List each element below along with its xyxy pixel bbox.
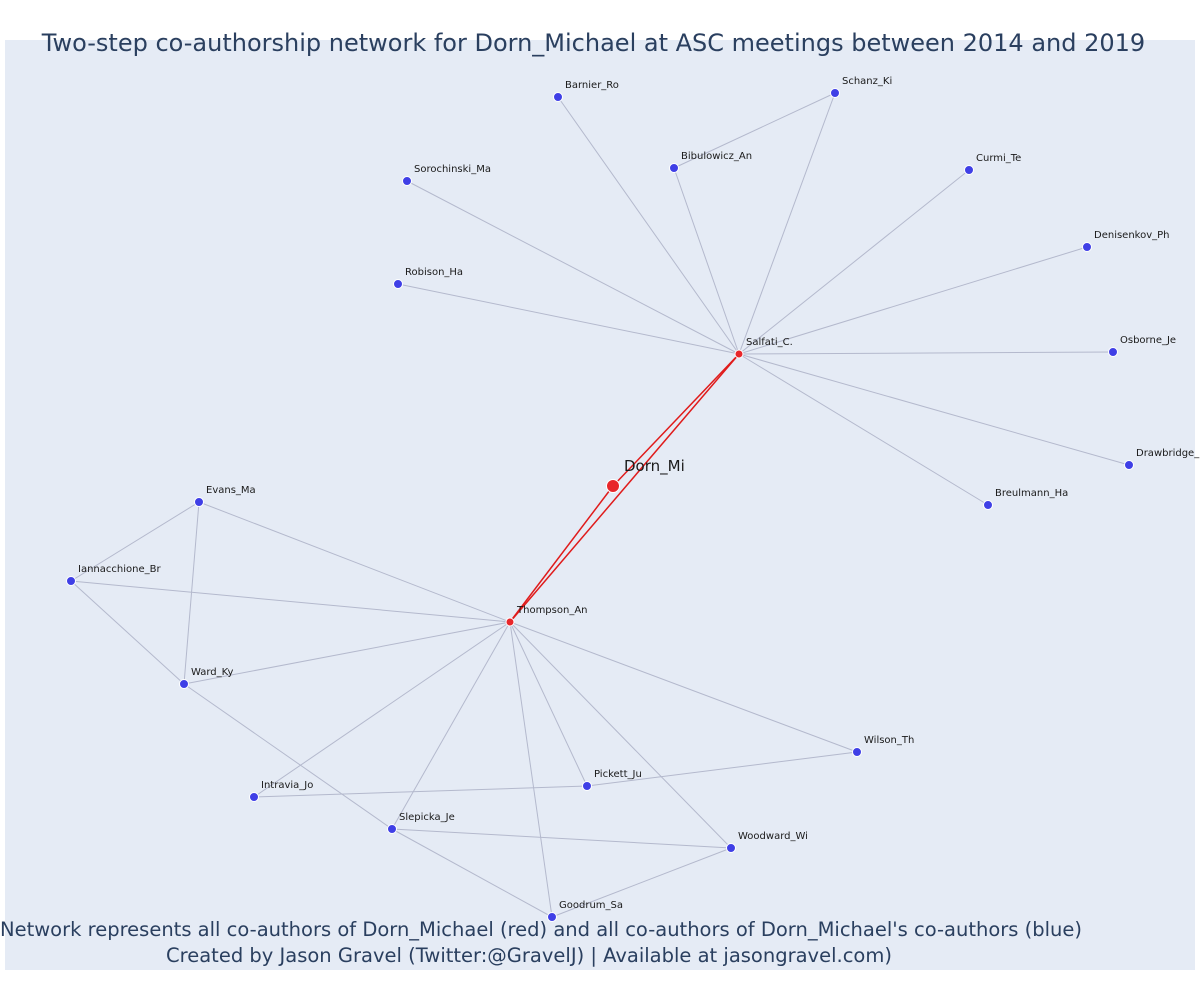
node-goodrum-sa[interactable] (547, 912, 557, 922)
edge-slepicka-je-woodward-wi (391, 828, 732, 849)
edge-thompson-an-goodrum-sa (509, 621, 553, 918)
edge-evans-ma-iannacchione-br (70, 501, 200, 582)
edge-thompson-an-wilson-th (509, 621, 858, 753)
edge-thompson-an-evans-ma (198, 501, 511, 623)
edge-thompson-an-intravia-jo (253, 621, 511, 798)
node-slepicka-je[interactable] (387, 824, 397, 834)
edge-thompson-an-iannacchione-br (70, 580, 511, 623)
node-label-sorochinski-ma: Sorochinski_Ma (414, 164, 491, 175)
node-label-iannacchione-br: Iannacchione_Br (78, 564, 161, 575)
node-label-ward-ky: Ward_Ky (191, 667, 233, 678)
node-label-barnier-ro: Barnier_Ro (565, 80, 619, 91)
node-intravia-jo[interactable] (249, 792, 259, 802)
node-robison-ha[interactable] (393, 279, 403, 289)
labels-layer: Dorn_Mi Salfati_C. Thompson_An Barnier_Ro Sc… (78, 76, 1200, 911)
node-label-pickett-ju: Pickett_Ju (594, 769, 642, 780)
edge-intravia-jo-pickett-ju (253, 785, 588, 798)
node-label-slepicka-je: Slepicka_Je (399, 812, 455, 823)
node-barnier-ro[interactable] (553, 92, 563, 102)
edge-thompson-an-ward-ky (183, 621, 511, 685)
edge-salfati-c-breulmann-ha (738, 353, 989, 506)
node-dorn-mi[interactable] (606, 479, 620, 493)
edge-pickett-ju-wilson-th (586, 751, 858, 787)
node-label-robison-ha: Robison_Ha (405, 267, 463, 278)
node-label-schanz-ki: Schanz_Ki (842, 76, 892, 87)
node-evans-ma[interactable] (194, 497, 204, 507)
node-osborne-je[interactable] (1108, 347, 1118, 357)
node-label-woodward-wi: Woodward_Wi (738, 831, 808, 842)
footer-caption: Network represents all co-authors of Dor… (0, 918, 1083, 941)
node-pickett-ju[interactable] (582, 781, 592, 791)
node-iannacchione-br[interactable] (66, 576, 76, 586)
node-label-wilson-th: Wilson_Th (864, 735, 914, 746)
node-label-goodrum-sa: Goodrum_Sa (559, 900, 623, 911)
node-salfati-c[interactable] (734, 349, 744, 359)
node-denisenkov-ph[interactable] (1082, 242, 1092, 252)
edge-salfati-c-osborne-je (738, 351, 1114, 355)
edge-thompson-an-salfati-c (509, 353, 740, 623)
edge-salfati-c-robison-ha (397, 283, 740, 355)
edge-salfati-c-curmi-te (738, 169, 970, 355)
node-wilson-th[interactable] (852, 747, 862, 757)
edge-dorn-mi-salfati-c (612, 353, 740, 487)
edge-salfati-c-barnier-ro (557, 96, 740, 355)
node-thompson-an[interactable] (505, 617, 515, 627)
footer-credit: Created by Jason Gravel (Twitter:@Gravel… (166, 944, 892, 967)
edge-evans-ma-ward-ky (183, 501, 200, 685)
edge-dorn-mi-thompson-an (509, 485, 614, 623)
plot-background (5, 40, 1195, 970)
edge-woodward-wi-goodrum-sa (551, 847, 732, 918)
edge-thompson-an-woodward-wi (509, 621, 732, 849)
node-label-osborne-je: Osborne_Je (1120, 335, 1176, 346)
node-label-drawbridge: Drawbridge_ (1136, 448, 1200, 459)
edge-ward-ky-slepicka-je (183, 683, 393, 830)
edge-salfati-c-sorochinski-ma (406, 180, 740, 355)
node-label-intravia-jo: Intravia_Jo (261, 780, 313, 791)
edge-salfati-c-drawbridge (738, 353, 1130, 466)
node-schanz-ki[interactable] (830, 88, 840, 98)
edges-layer (70, 92, 1130, 918)
node-label-breulmann-ha: Breulmann_Ha (995, 488, 1068, 499)
node-drawbridge[interactable] (1124, 460, 1134, 470)
node-sorochinski-ma[interactable] (402, 176, 412, 186)
nodes-layer (66, 88, 1134, 922)
node-label-curmi-te: Curmi_Te (976, 153, 1021, 164)
edge-thompson-an-pickett-ju (509, 621, 588, 787)
node-label-thompson-an: Thompson_An (516, 605, 588, 616)
node-label-salfati-c: Salfati_C. (746, 337, 793, 348)
node-curmi-te[interactable] (964, 165, 974, 175)
edge-thompson-an-slepicka-je (391, 621, 511, 830)
node-bibulowicz-an[interactable] (669, 163, 679, 173)
edge-iannacchione-br-ward-ky (70, 580, 185, 685)
node-ward-ky[interactable] (179, 679, 189, 689)
edge-salfati-c-bibulowicz-an (673, 167, 740, 355)
node-label-bibulowicz-an: Bibulowicz_An (681, 151, 752, 162)
node-woodward-wi[interactable] (726, 843, 736, 853)
node-label-evans-ma: Evans_Ma (206, 485, 256, 496)
chart-title: Two-step co-authorship network for Dorn_… (41, 29, 1146, 57)
edge-bibulowicz-an-schanz-ki (673, 92, 836, 169)
node-breulmann-ha[interactable] (983, 500, 993, 510)
node-label-dorn-mi: Dorn_Mi (624, 457, 685, 476)
node-label-denisenkov-ph: Denisenkov_Ph (1094, 230, 1170, 241)
edge-salfati-c-denisenkov-ph (738, 246, 1088, 355)
edge-salfati-c-schanz-ki (738, 92, 836, 355)
edge-slepicka-je-goodrum-sa (391, 828, 553, 918)
